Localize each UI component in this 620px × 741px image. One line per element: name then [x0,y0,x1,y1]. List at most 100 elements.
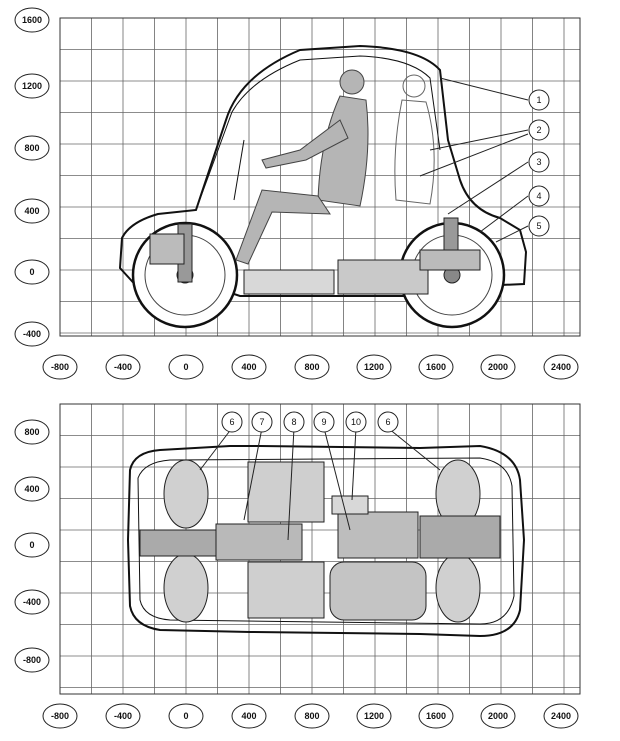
side-view-x-axis: -800 -400 0 400 800 1200 1600 2000 2400 [42,354,579,380]
battery-pack-side [243,259,429,295]
x-axis-tick-bubble [105,354,141,380]
x-axis-tick-bubble [543,703,579,729]
engine-unit-top [331,495,419,559]
car-side-silhouette [118,44,528,297]
y-axis-tick-bubble [14,419,50,445]
x-axis-tick-label: 2000 [488,362,508,372]
callout-marker [283,411,305,433]
callout-marker [345,411,367,433]
x-axis-tick-label: 2000 [488,711,508,721]
y-axis-tick-label: -400 [23,597,41,607]
x-axis-tick-label: -800 [51,362,69,372]
top-view-frame [59,403,581,695]
callout-number: 1 [536,95,541,105]
y-axis-tick-label: 0 [29,267,34,277]
callout-marker [528,215,550,237]
y-axis-tick-bubble [14,321,50,347]
callout-marker [221,411,243,433]
y-axis-tick-label: -400 [23,329,41,339]
callout-number: 4 [536,191,541,201]
callout-number: 6 [385,417,390,427]
callout-number: 5 [536,221,541,231]
x-axis-tick-label: 0 [183,711,188,721]
y-axis-tick-label: 1200 [22,81,42,91]
x-axis-tick-bubble [42,354,78,380]
y-axis-tick-label: 400 [24,206,39,216]
x-axis-tick-bubble [168,354,204,380]
callout-marker [377,411,399,433]
y-axis-tick-bubble [14,647,50,673]
top-view-y-axis: 800 400 0 -400 -800 [14,419,50,673]
y-axis-tick-label: 800 [24,143,39,153]
battery-modules-top [215,461,325,619]
x-axis-tick-bubble [42,703,78,729]
x-axis-tick-label: 400 [241,711,256,721]
y-axis-tick-bubble [14,589,50,615]
y-axis-tick-bubble [14,198,50,224]
callout-marker [528,89,550,111]
side-view-frame [59,17,581,337]
y-axis-tick-label: 400 [24,484,39,494]
y-axis-tick-label: 800 [24,427,39,437]
x-axis-tick-bubble [231,354,267,380]
x-axis-tick-bubble [418,354,454,380]
front-axle-top [139,459,231,623]
callout-number: 2 [536,125,541,135]
callout-marker [528,119,550,141]
y-axis-tick-bubble [14,476,50,502]
x-axis-tick-bubble [418,703,454,729]
x-axis-tick-bubble [105,703,141,729]
side-view-callouts: 1 2 3 4 5 [528,89,550,237]
x-axis-tick-label: -400 [114,711,132,721]
callout-marker [313,411,335,433]
rear-suspension-side [419,217,481,271]
x-axis-tick-label: -800 [51,711,69,721]
x-axis-tick-bubble [356,703,392,729]
x-axis-tick-label: -400 [114,362,132,372]
y-axis-tick-label: 0 [29,540,34,550]
x-axis-tick-label: 800 [304,711,319,721]
x-axis-tick-bubble [543,354,579,380]
x-axis-tick-label: 400 [241,362,256,372]
x-axis-tick-label: 1600 [426,362,446,372]
x-axis-tick-bubble [294,703,330,729]
side-leader-lines [419,77,529,243]
y-axis-tick-bubble [14,532,50,558]
x-axis-tick-bubble [480,354,516,380]
callout-number: 3 [536,157,541,167]
car-top-outline [126,444,526,638]
top-leader-lines [199,427,441,541]
callout-marker [528,185,550,207]
y-axis-tick-bubble [14,73,50,99]
x-axis-tick-label: 1200 [364,362,384,372]
x-axis-tick-bubble [231,703,267,729]
x-axis-tick-label: 1200 [364,711,384,721]
y-axis-tick-bubble [14,259,50,285]
x-axis-tick-label: 1600 [426,711,446,721]
y-axis-tick-label: 1600 [22,15,42,25]
top-view-panel: 800 400 0 -400 -800 -800 -400 0 400 800 1200 1600 2… [14,403,581,729]
x-axis-tick-label: 2400 [551,362,571,372]
rear-axle-top [419,459,501,623]
x-axis-tick-bubble [294,354,330,380]
callout-marker [251,411,273,433]
x-axis-tick-bubble [168,703,204,729]
y-axis-tick-bubble [14,135,50,161]
x-axis-tick-label: 0 [183,362,188,372]
front-suspension-side [149,223,193,283]
side-view-y-axis: 1600 1200 800 400 0 -400 [14,7,50,347]
x-axis-tick-label: 800 [304,362,319,372]
driver-figure [235,69,369,265]
callout-number: 7 [259,417,264,427]
fuel-tank-top [329,561,427,621]
y-axis-tick-label: -800 [23,655,41,665]
callout-number: 8 [291,417,296,427]
passenger-outline [394,74,435,205]
x-axis-tick-bubble [480,703,516,729]
callout-number: 9 [321,417,326,427]
callout-number: 10 [351,417,361,427]
